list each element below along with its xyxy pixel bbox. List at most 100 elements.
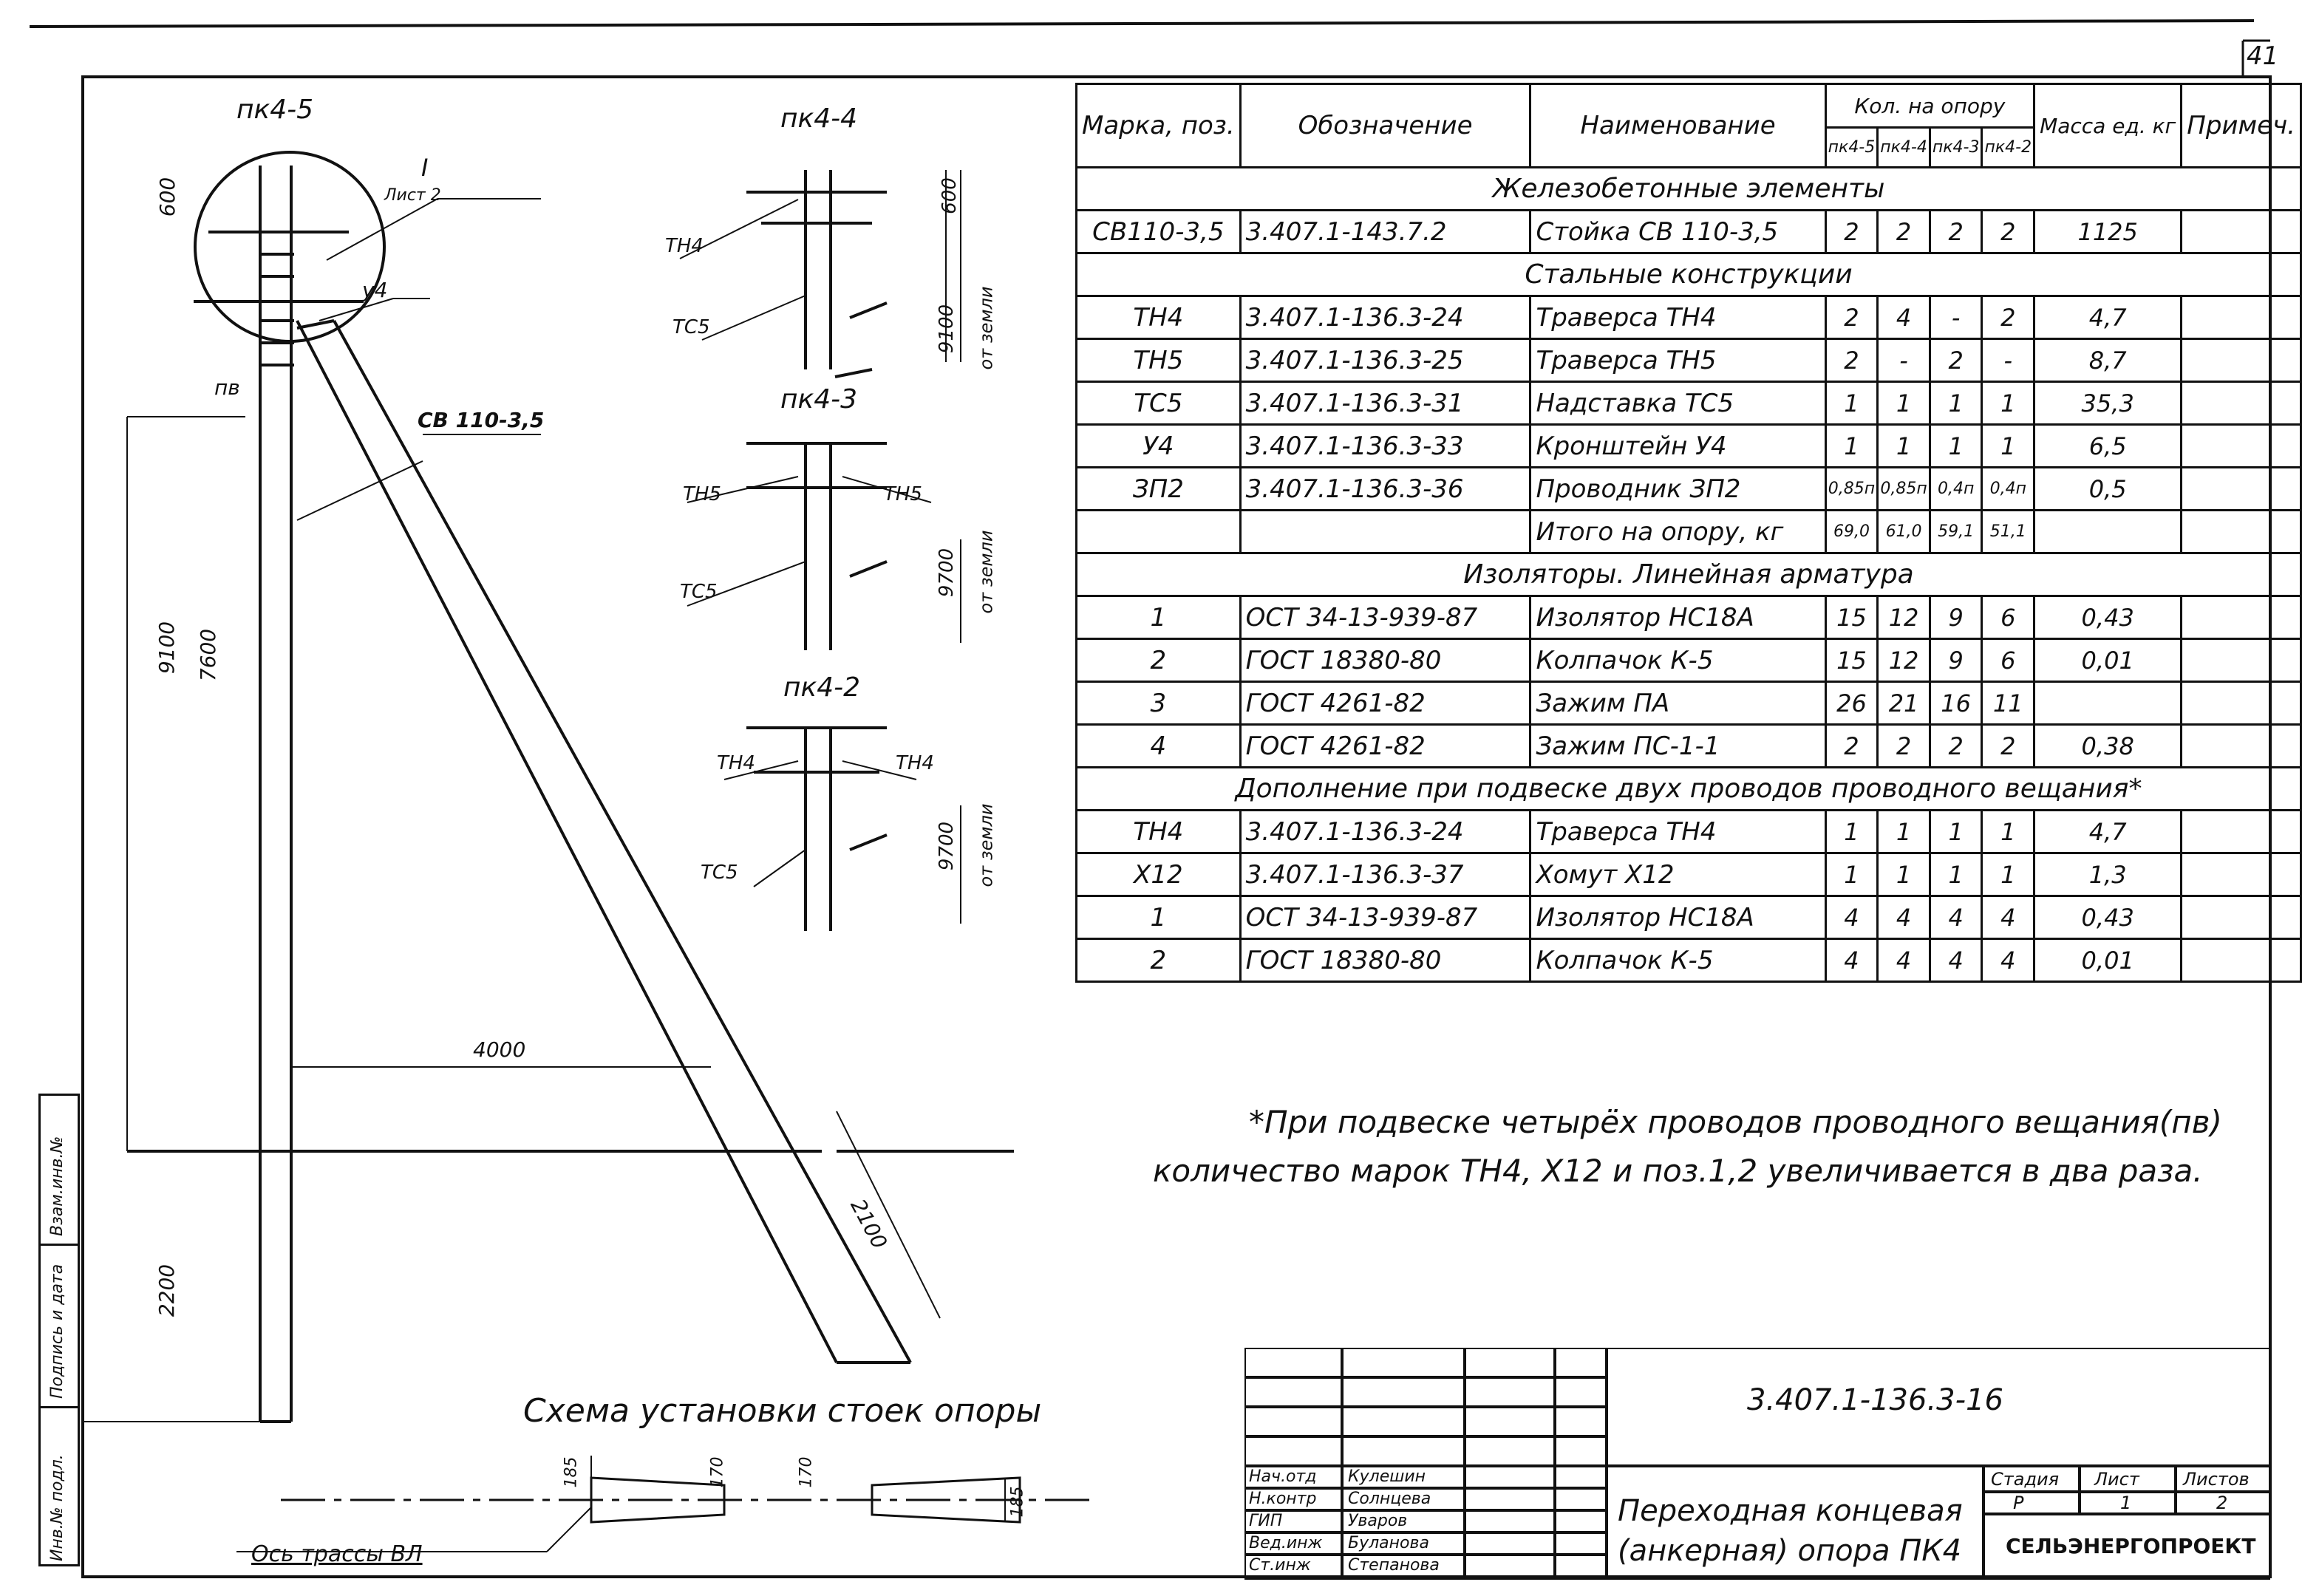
spec-cell-mass: 6,5: [2033, 423, 2183, 468]
spec-cell-qty: 1: [1981, 381, 2036, 426]
scheme-dim-170-left: 170: [708, 1456, 727, 1488]
aux-view-2-label: пк4-3: [780, 384, 858, 415]
spec-cell-qty: 1: [1876, 423, 1931, 468]
spec-cell-designation: 3.407.1-136.3-31: [1239, 381, 1532, 426]
spec-cell-qty: 0,4п: [1981, 466, 2036, 511]
footnote-line-2: количество марок ТН4, Х12 и поз.1,2 увел…: [1153, 1153, 2203, 1189]
spec-cell-qty: 15: [1824, 595, 1879, 640]
spec-cell-mass: 1,3: [2033, 852, 2183, 897]
spec-cell-note: [2180, 295, 2302, 340]
dim-4000: 4000: [473, 1037, 526, 1062]
doc-title-line-2: (анкерная) опора ПК4: [1618, 1534, 1962, 1568]
spec-cell-mark: [1075, 509, 1242, 554]
spec-cell-name: Проводник ЗП2: [1529, 466, 1827, 511]
stage-label: Стадия: [1991, 1469, 2060, 1490]
aux-view-2-left-mark: ТН5: [683, 483, 721, 505]
spec-cell-qty: 1: [1928, 381, 1983, 426]
aux-view-3-right-mark: ТН4: [896, 752, 934, 774]
spec-cell-designation: ГОСТ 4261-82: [1239, 723, 1532, 768]
spec-cell-note: [2180, 595, 2302, 640]
label-u4: у4: [362, 278, 388, 302]
spec-header-qty-col: пк4-5: [1824, 126, 1879, 168]
aux-view-3-dim-note: от земли: [975, 803, 997, 887]
spec-cell-qty: 12: [1876, 595, 1931, 640]
aux-view-2-right-mark: ТН5: [884, 483, 922, 505]
spec-cell-qty: -: [1981, 338, 2036, 383]
spec-cell-designation: ОСТ 34-13-939-87: [1239, 895, 1532, 940]
spec-cell-mark: ТН5: [1075, 338, 1242, 383]
spec-cell-mark: ТС5: [1075, 381, 1242, 426]
title-block-grid: [1244, 1348, 2270, 1580]
spec-cell-qty: 0,85п: [1824, 466, 1879, 511]
scheme-dim-185-right: 185: [1008, 1486, 1027, 1518]
label-pole: СВ 110-3,5: [418, 408, 545, 432]
spec-cell-designation: [1239, 509, 1532, 554]
spec-cell-qty: 2: [1876, 209, 1931, 254]
spec-cell-qty: 2: [1928, 723, 1983, 768]
spec-cell-mark: 3: [1075, 681, 1242, 726]
spec-section-row: Дополнение при подвеске двух проводов пр…: [1075, 766, 2302, 811]
spec-cell-name: Изолятор НС18А: [1529, 595, 1827, 640]
spec-cell-qty: 1: [1824, 852, 1879, 897]
aux-view-2-dim-note: от земли: [975, 530, 997, 614]
aux-view-1-label: пк4-4: [780, 103, 858, 134]
side-stamp-sign: Подпись и дата: [48, 1264, 67, 1399]
spec-section-title: Дополнение при подвеске двух проводов пр…: [1075, 766, 2302, 811]
title-block: 3.407.1-136.3-16 Переходная концевая (ан…: [1244, 1348, 2270, 1580]
spec-cell-qty: 1: [1824, 809, 1879, 854]
spec-cell-designation: 3.407.1-136.3-36: [1239, 466, 1532, 511]
spec-cell-mass: 35,3: [2033, 381, 2183, 426]
spec-cell-designation: 3.407.1-136.3-24: [1239, 809, 1532, 854]
spec-cell-qty: 51,1: [1981, 509, 2036, 554]
spec-cell-qty: 2: [1981, 295, 2036, 340]
aux-views-drawing: [679, 170, 961, 931]
main-view-label: пк4-5: [236, 95, 314, 125]
aux-view-3-label: пк4-2: [783, 672, 861, 703]
dim-2200: 2200: [154, 1264, 180, 1317]
spec-cell-qty: 4: [1876, 938, 1931, 983]
spec-cell-note: [2180, 209, 2302, 254]
spec-cell-designation: ГОСТ 18380-80: [1239, 638, 1532, 683]
spec-header-qty-col: пк4-3: [1928, 126, 1983, 168]
spec-cell-name: Траверса ТН5: [1529, 338, 1827, 383]
spec-cell-mass: 1125: [2033, 209, 2183, 254]
title-block-role: Ст.инж: [1249, 1556, 1311, 1575]
spec-cell-qty: 4: [1928, 938, 1983, 983]
spec-table: Марка, поз. Обозначение Наименование Кол…: [1075, 82, 2302, 983]
scheme-dim-185-left: 185: [562, 1456, 581, 1488]
spec-cell-qty: 61,0: [1876, 509, 1931, 554]
spec-header-note: Примеч.: [2180, 83, 2302, 168]
spec-cell-qty: 2: [1824, 209, 1879, 254]
org-name: СЕЛЬЭНЕРГОПРОЕКТ: [2006, 1534, 2256, 1558]
side-stamp-divider: [41, 1406, 79, 1408]
sheets-label: Листов: [2183, 1469, 2250, 1490]
spec-cell-qty: 2: [1876, 723, 1931, 768]
spec-section-title: Стальные конструкции: [1075, 252, 2302, 297]
spec-cell-note: [2180, 338, 2302, 383]
aux-view-1-bottom-mark: ТС5: [672, 316, 710, 338]
title-block-person: Буланова: [1348, 1534, 1429, 1552]
spec-cell-qty: 1: [1824, 381, 1879, 426]
spec-cell-mass: 0,01: [2033, 638, 2183, 683]
spec-cell-mass: 0,5: [2033, 466, 2183, 511]
doc-code: 3.407.1-136.3-16: [1747, 1383, 2003, 1417]
spec-cell-mass: [2033, 509, 2183, 554]
spec-cell-qty: 1: [1824, 423, 1879, 468]
spec-cell-qty: 2: [1981, 723, 2036, 768]
spec-cell-qty: 1: [1876, 809, 1931, 854]
spec-cell-mark: ТН4: [1075, 809, 1242, 854]
spec-cell-qty: 2: [1824, 295, 1879, 340]
spec-cell-qty: 1: [1876, 381, 1931, 426]
spec-cell-qty: 1: [1876, 852, 1931, 897]
spec-cell-mass: 8,7: [2033, 338, 2183, 383]
spec-cell-designation: 3.407.1-136.3-25: [1239, 338, 1532, 383]
spec-cell-note: [2180, 423, 2302, 468]
spec-cell-qty: 11: [1981, 681, 2036, 726]
